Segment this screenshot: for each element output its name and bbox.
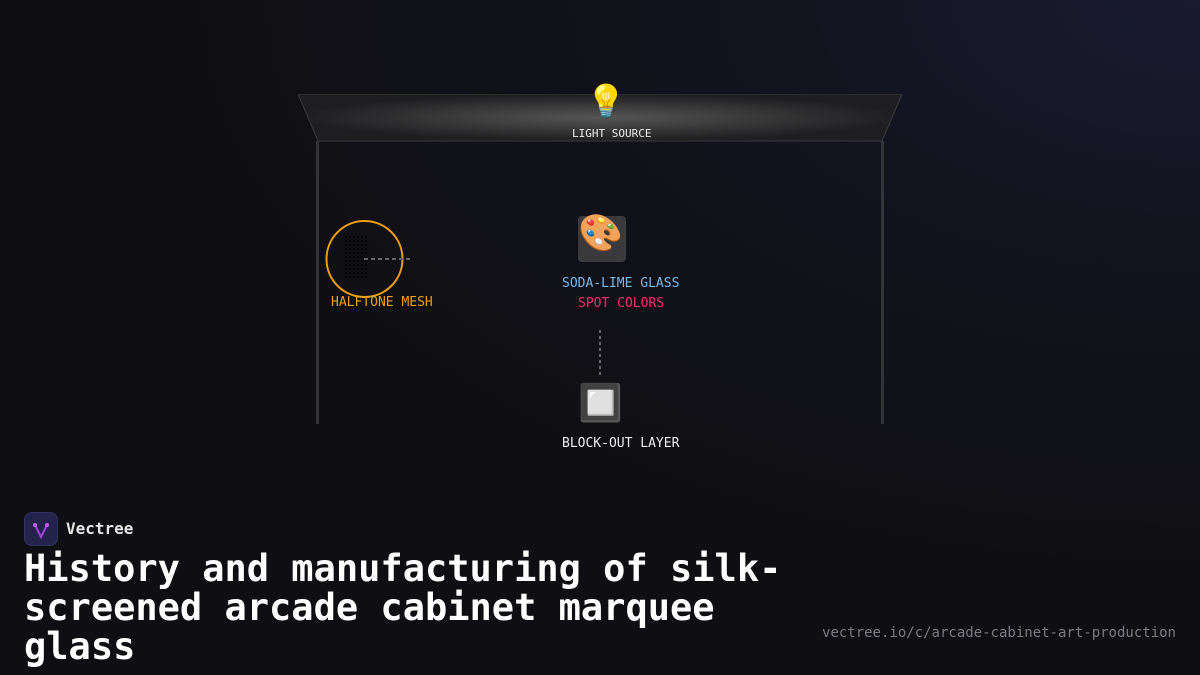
halftone-mesh-diagram bbox=[325, 220, 412, 298]
light-bulb-icon: 💡 bbox=[586, 82, 626, 120]
block-out-layer-label: BLOCK-OUT LAYER bbox=[562, 436, 680, 451]
cabinet-right-post bbox=[881, 141, 884, 424]
palette-tile bbox=[578, 216, 626, 262]
connector-dashed bbox=[599, 330, 601, 378]
cabinet-left-post bbox=[316, 141, 319, 424]
light-source-label: LIGHT SOURCE bbox=[572, 127, 652, 140]
halftone-mesh-label: HALFTONE MESH bbox=[331, 295, 433, 310]
soda-lime-glass-label: SODA-LIME GLASS bbox=[562, 276, 680, 291]
vectree-logo bbox=[24, 512, 58, 546]
black-square-icon: 🔲 bbox=[578, 383, 623, 424]
brand-name: Vectree bbox=[66, 519, 134, 538]
page-url[interactable]: vectree.io/c/arcade-cabinet-art-producti… bbox=[821, 625, 1176, 641]
page-title: History and manufacturing of silk-screen… bbox=[24, 547, 782, 668]
palette-icon: 🎨 bbox=[578, 213, 623, 254]
spot-colors-label: SPOT COLORS bbox=[578, 296, 665, 311]
